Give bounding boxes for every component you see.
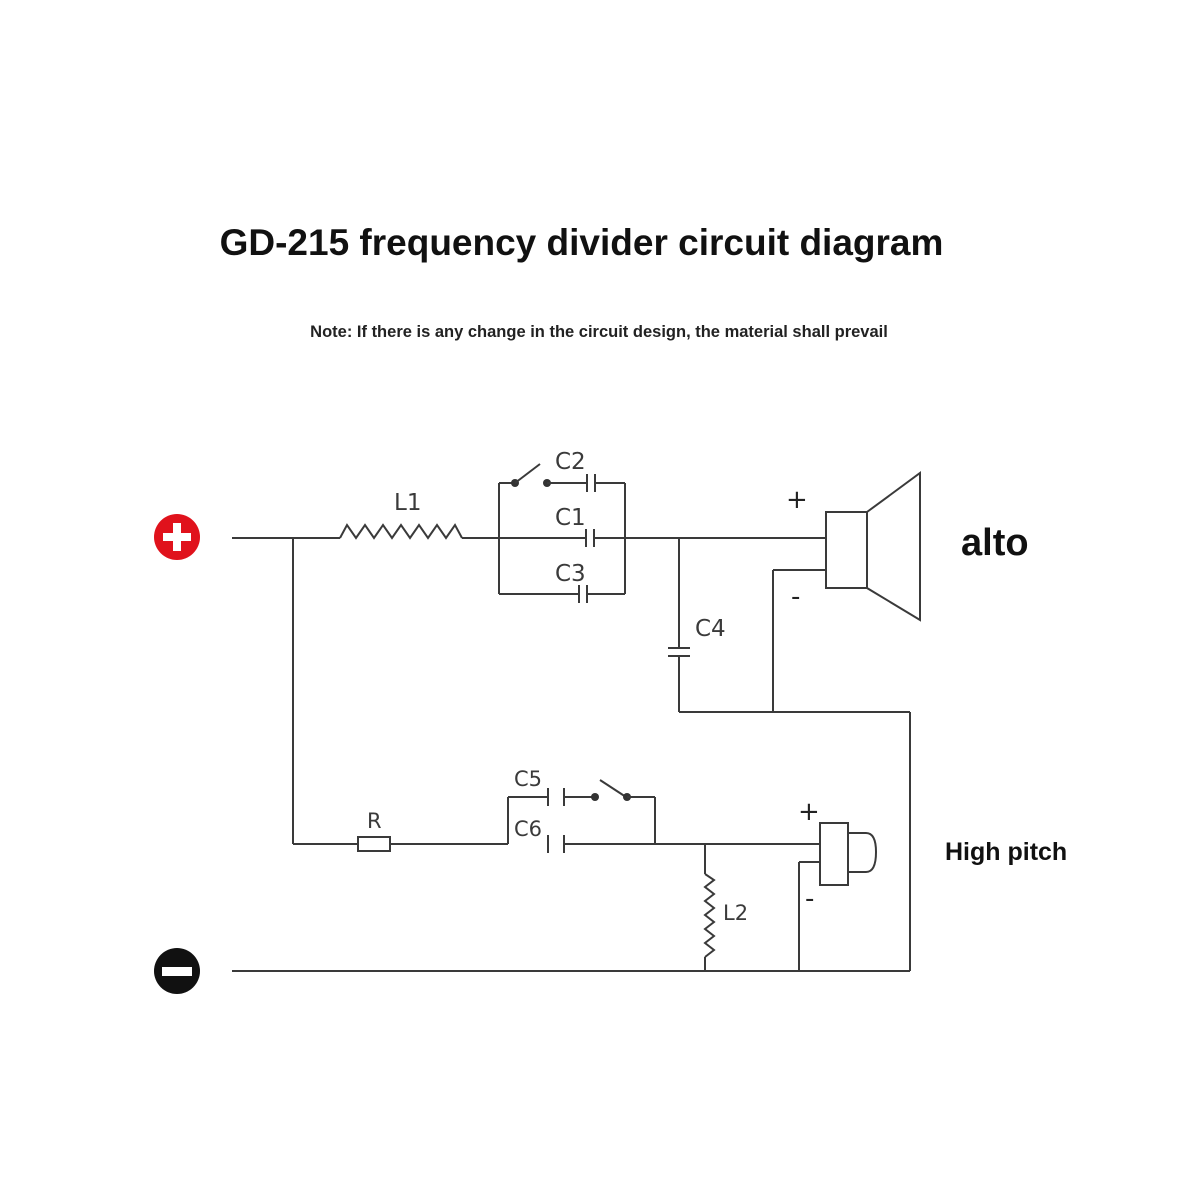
c5-label: C5 (514, 767, 542, 791)
c4-label: C4 (695, 616, 726, 642)
alto-plus-sign: + (786, 485, 808, 515)
alto-minus-sign: - (791, 582, 800, 612)
c2-switch-lever (514, 463, 541, 484)
c5-switch-contact (591, 793, 599, 801)
c2-label: C2 (555, 449, 586, 475)
alto-speaker-icon (825, 471, 921, 622)
r-resistor (357, 836, 391, 852)
c5-switch-lever (599, 779, 627, 798)
tweeter-icon (819, 822, 878, 886)
l1-label: L1 (394, 490, 421, 516)
r-label: R (367, 809, 382, 833)
l2-label: L2 (723, 901, 748, 925)
positive-terminal-icon (154, 514, 200, 560)
l2-inductor (703, 873, 716, 958)
c1-label: C1 (555, 505, 586, 531)
high-pitch-label: High pitch (945, 838, 1067, 866)
c6-label: C6 (514, 817, 542, 841)
design-note: Note: If there is any change in the circ… (310, 323, 888, 341)
page-title: GD-215 frequency divider circuit diagram (219, 222, 944, 263)
negative-terminal-icon (154, 948, 200, 994)
tweeter-minus-sign: - (805, 884, 814, 914)
tweeter-plus-sign: + (798, 797, 820, 827)
alto-label: alto (961, 522, 1029, 564)
l1-inductor (339, 523, 463, 540)
c3-label: C3 (555, 561, 586, 587)
